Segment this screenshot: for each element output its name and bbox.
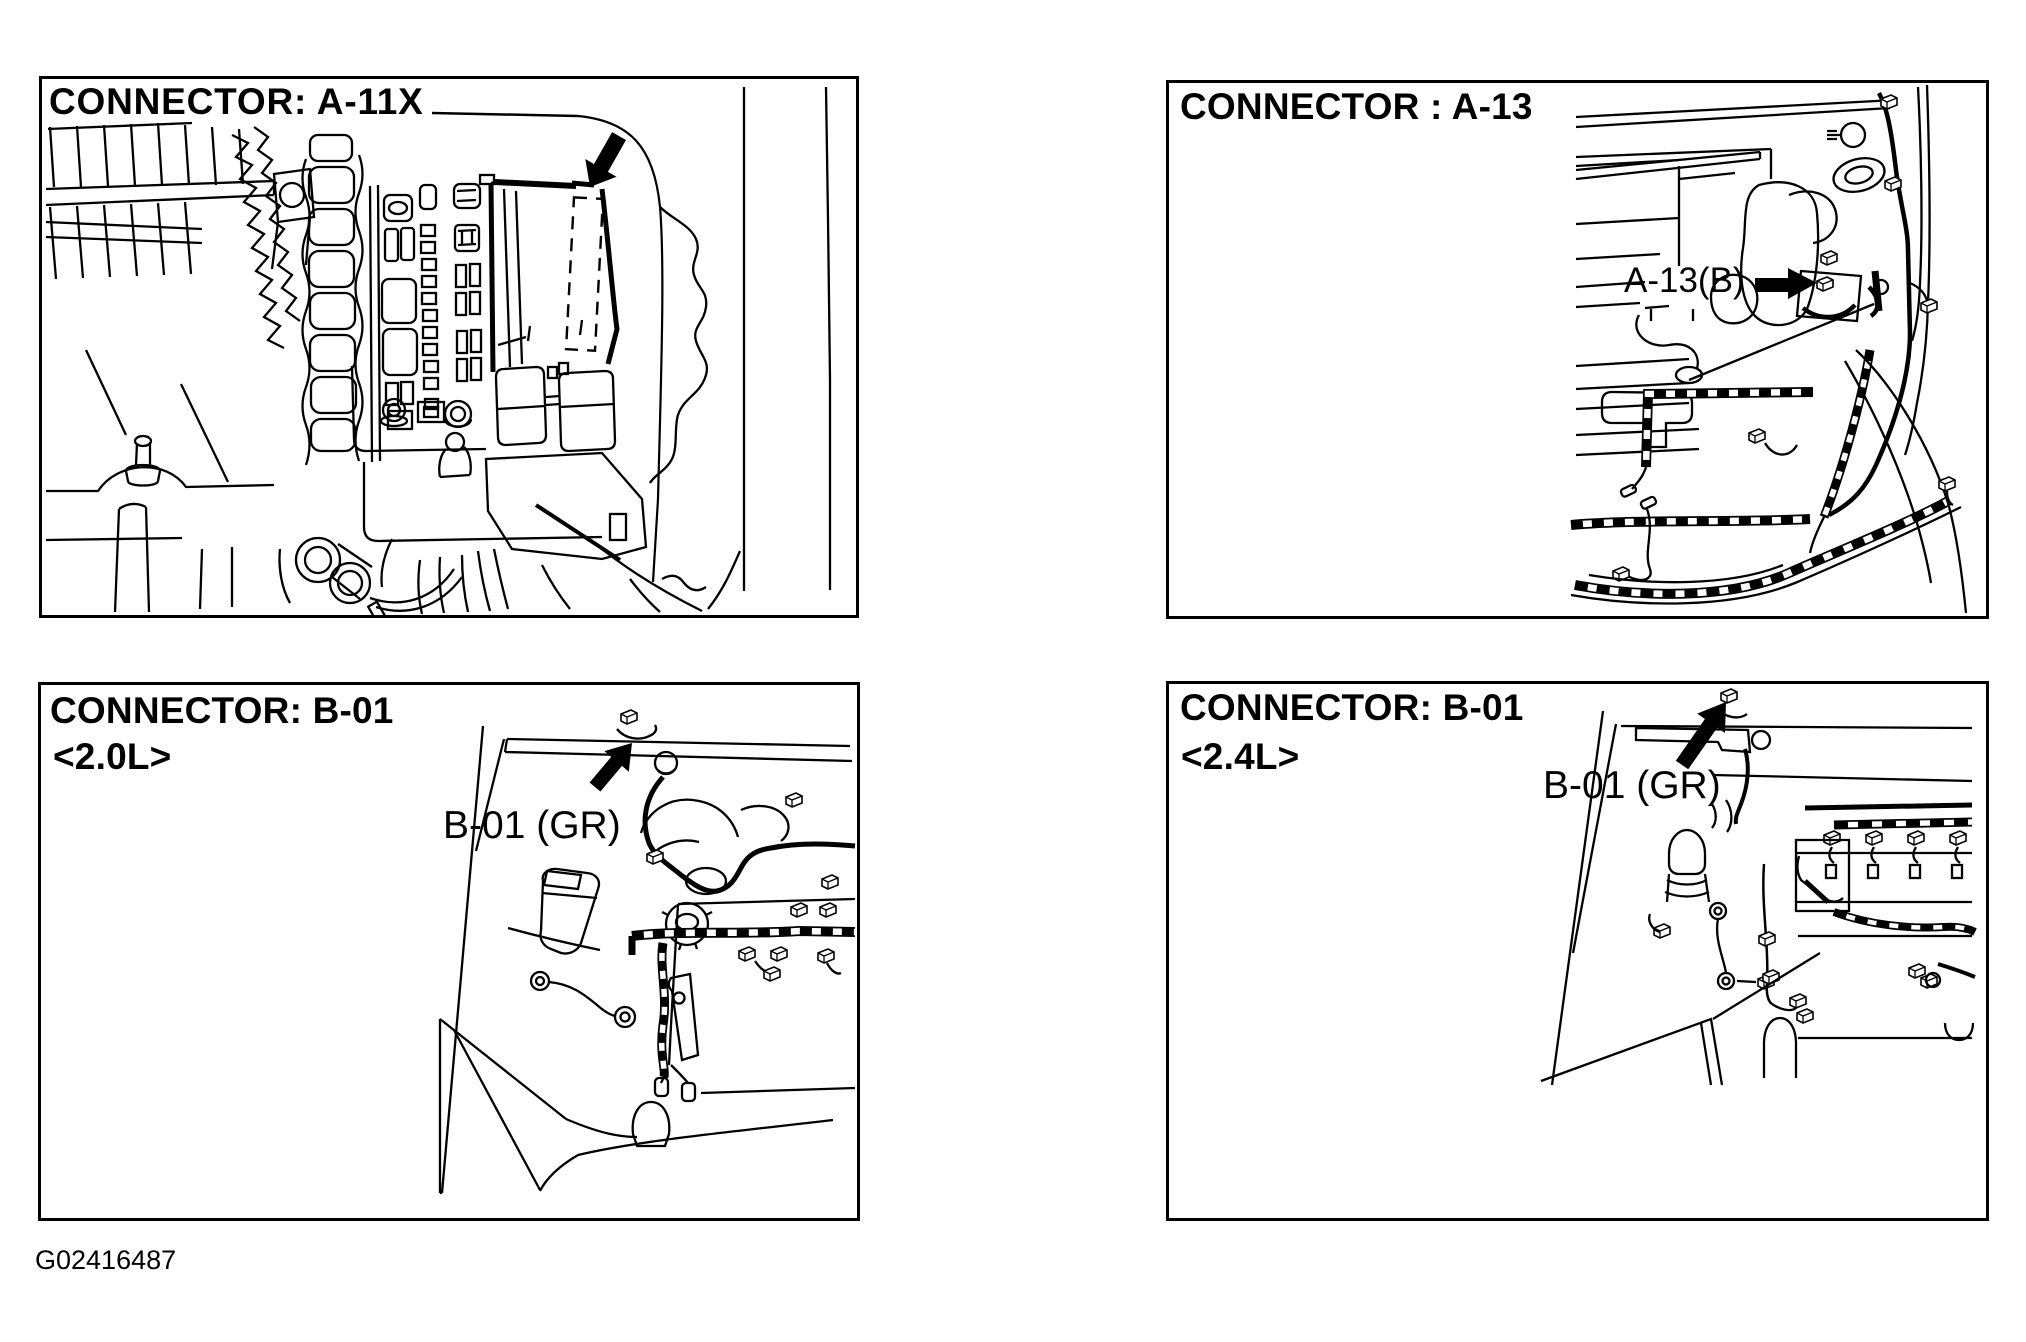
svg-text:A-13(B): A-13(B) [1624, 261, 1745, 300]
svg-text:B-01 (GR): B-01 (GR) [1543, 764, 1721, 807]
svg-text:B-01 (GR): B-01 (GR) [443, 804, 621, 847]
